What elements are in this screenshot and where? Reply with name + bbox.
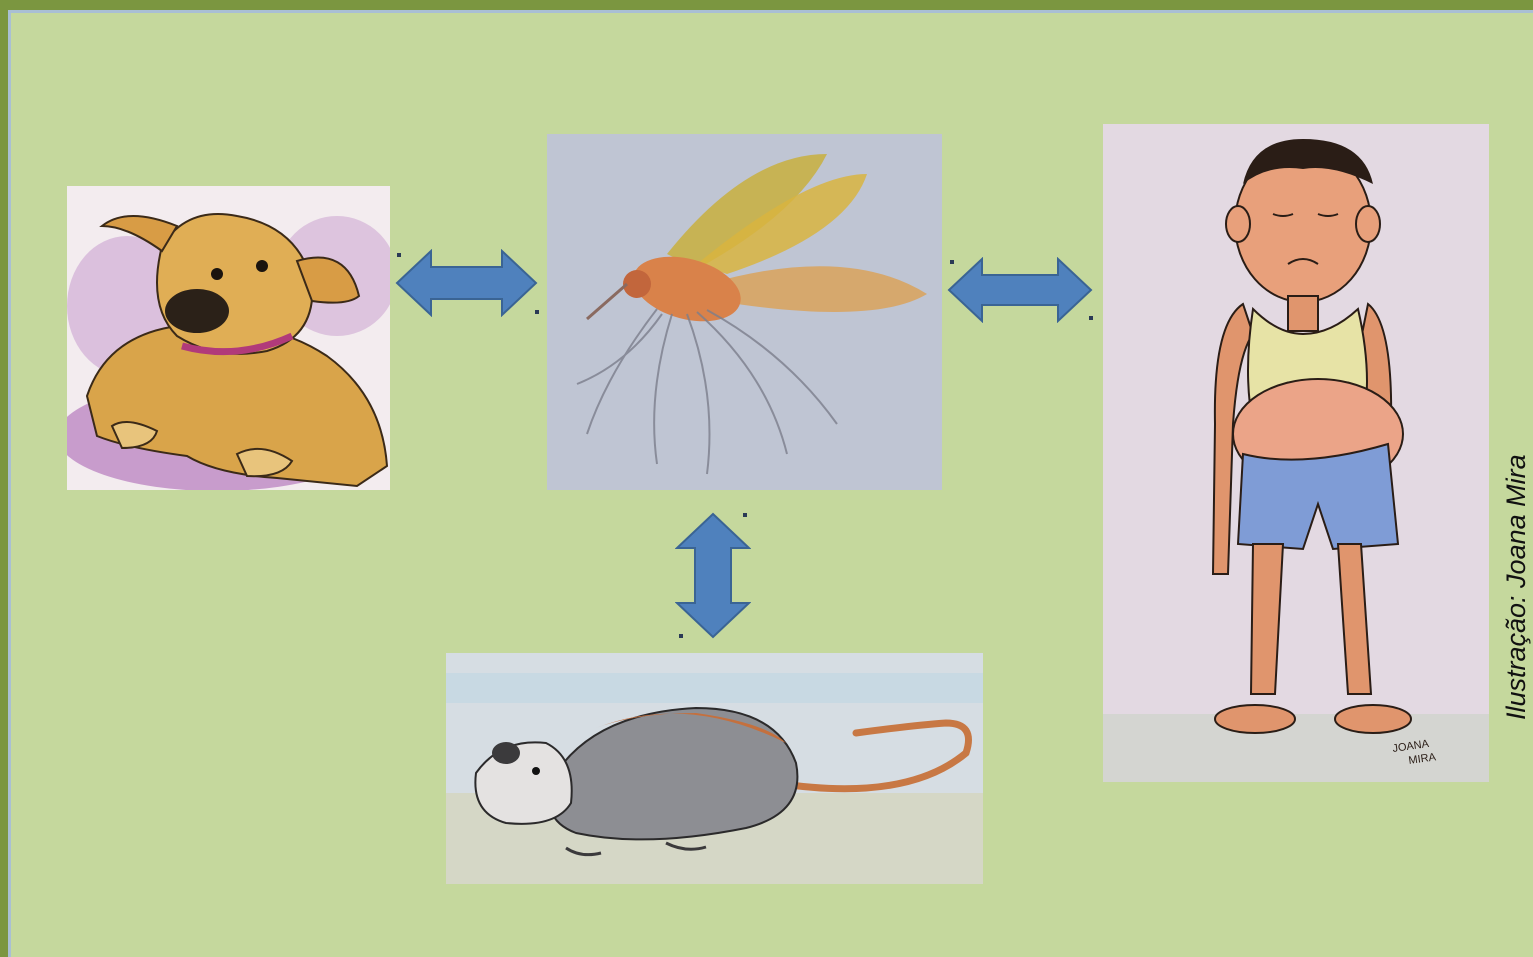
marker-dot bbox=[1089, 316, 1093, 320]
marker-dot bbox=[679, 634, 683, 638]
marker-dot bbox=[950, 260, 954, 264]
sandfly-illustration bbox=[547, 134, 942, 490]
marker-dot bbox=[535, 310, 539, 314]
illustration-credit: Ilustração: Joana Mira bbox=[1496, 350, 1533, 720]
opossum-illustration bbox=[446, 653, 983, 884]
arrow-sandfly-opossum bbox=[675, 512, 751, 639]
arrow-sandfly-child bbox=[947, 257, 1093, 323]
marker-dot bbox=[397, 253, 401, 257]
child-illustration: JOANA MIRA bbox=[1103, 124, 1489, 782]
marker-dot bbox=[743, 513, 747, 517]
arrow-dog-sandfly bbox=[395, 249, 538, 317]
dog-illustration bbox=[67, 186, 390, 490]
